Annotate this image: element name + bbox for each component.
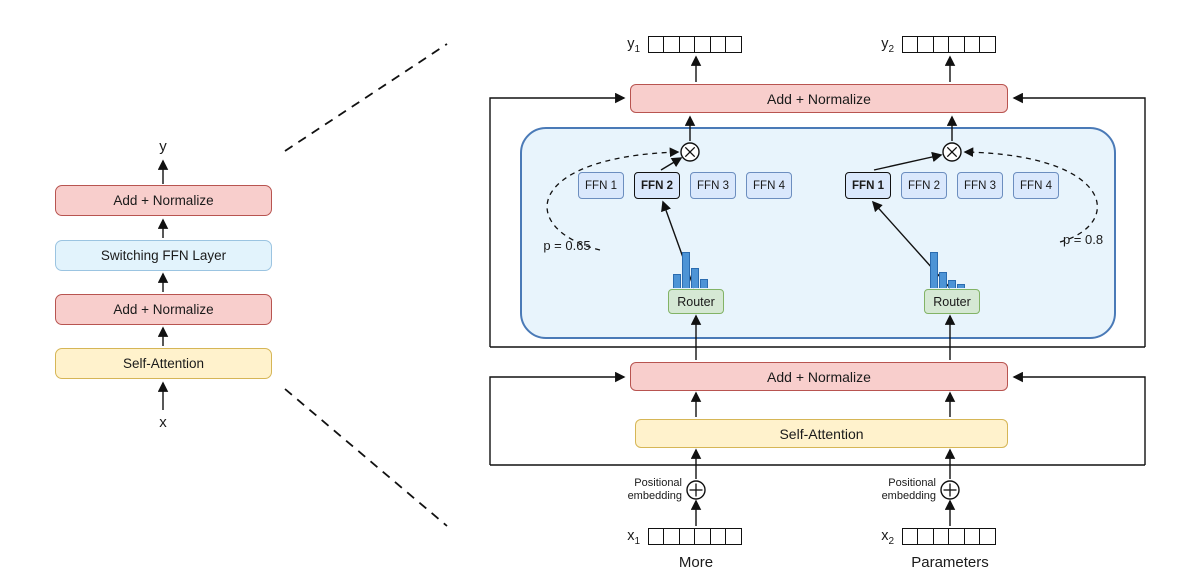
left-input-label: x — [159, 414, 167, 431]
positional-embedding-line1: Positional — [888, 477, 936, 489]
add-normalize-top: Add + Normalize — [630, 84, 1008, 113]
self-attention-box: Self-Attention — [635, 419, 1008, 448]
output-token-label-1: y1 — [598, 36, 640, 58]
expert-left-2: FFN 3 — [690, 172, 736, 199]
expert-left-3: FFN 4 — [746, 172, 792, 199]
probability-curve-right — [963, 147, 1098, 243]
expert-right-0: FFN 1 — [845, 172, 891, 199]
expert-right-1: FFN 2 — [901, 172, 947, 199]
router-histogram-left — [673, 252, 708, 288]
input-caption-2: Parameters — [911, 554, 989, 571]
output-token-label-2: y2 — [852, 36, 894, 58]
positional-embedding-line2: embedding — [627, 490, 682, 502]
histogram-bar — [948, 280, 956, 288]
histogram-bar — [691, 268, 699, 288]
probability-label-left: p = 0.65 — [543, 238, 591, 253]
input-token-base-2: x — [881, 528, 889, 544]
probability-label-right: p = 0.8 — [1062, 232, 1104, 247]
token-cell — [725, 36, 743, 53]
output-token-sub-1: 1 — [634, 43, 640, 55]
left-layer-switching-ffn: Switching FFN Layer — [55, 240, 272, 271]
left-layer-self-attention: Self-Attention — [55, 348, 272, 379]
plus-icon-left — [686, 480, 706, 500]
histogram-bar — [682, 252, 690, 288]
positional-embedding-label-right: Positional embedding — [848, 477, 936, 503]
input-token-sub-1: 1 — [634, 535, 640, 547]
left-layer-add-normalize-top: Add + Normalize — [55, 185, 272, 216]
token-cell — [725, 528, 743, 545]
input-token-label-2: x2 — [852, 528, 894, 550]
left-output-label: y — [159, 138, 167, 155]
input-token-base-1: x — [627, 528, 635, 544]
skip-connection-top — [489, 92, 1146, 348]
left-layer-add-normalize-bottom: Add + Normalize — [55, 294, 272, 325]
add-normalize-mid: Add + Normalize — [630, 362, 1008, 391]
histogram-bar — [939, 272, 947, 288]
histogram-bar — [930, 252, 938, 288]
positional-embedding-label-left: Positional embedding — [594, 477, 682, 503]
output-tokens-1 — [648, 36, 743, 53]
input-tokens-2 — [902, 528, 997, 545]
zoom-guide-lines — [284, 43, 448, 527]
positional-embedding-line1: Positional — [634, 477, 682, 489]
histogram-bar — [957, 284, 965, 288]
expert-left-0: FFN 1 — [578, 172, 624, 199]
histogram-bar — [700, 279, 708, 288]
output-token-base-2: y — [881, 36, 889, 52]
switching-ffn-container — [520, 127, 1116, 339]
token-cell — [979, 36, 997, 53]
output-tokens-2 — [902, 36, 997, 53]
input-caption-1: More — [678, 554, 714, 571]
skip-connection-bottom — [489, 371, 1146, 466]
output-token-sub-2: 2 — [888, 43, 894, 55]
input-token-sub-2: 2 — [888, 535, 894, 547]
expert-right-3: FFN 4 — [1013, 172, 1059, 199]
plus-icon-right — [940, 480, 960, 500]
multiply-icon-right — [942, 142, 962, 162]
router-left: Router — [668, 289, 724, 314]
input-token-label-1: x1 — [598, 528, 640, 550]
histogram-bar — [673, 274, 681, 288]
token-cell — [979, 528, 997, 545]
router-right: Router — [924, 289, 980, 314]
output-token-base-1: y — [627, 36, 635, 52]
expert-left-1: FFN 2 — [634, 172, 680, 199]
multiply-icon-left — [680, 142, 700, 162]
positional-embedding-line2: embedding — [881, 490, 936, 502]
expert-right-2: FFN 3 — [957, 172, 1003, 199]
input-tokens-1 — [648, 528, 743, 545]
router-histogram-right — [930, 252, 965, 288]
probability-curve-left — [546, 147, 680, 251]
